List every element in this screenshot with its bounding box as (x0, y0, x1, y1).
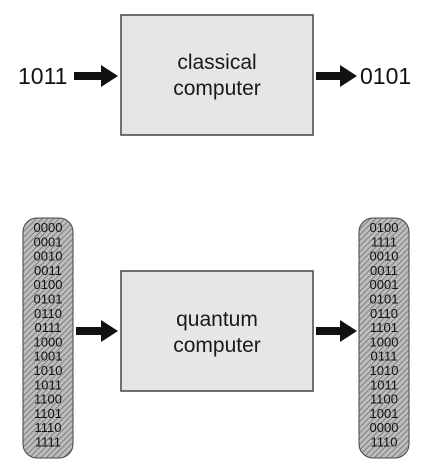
classical-input-bits: 1011 (18, 63, 67, 89)
classical-section: 1011 classical computer 0101 (18, 14, 411, 136)
classical-input-arrow (74, 65, 118, 87)
quantum-input-arrow (76, 320, 118, 342)
quantum-output-arrow (316, 320, 357, 342)
output-state-10: 1010 (370, 363, 399, 378)
quantum-computer-box (121, 271, 313, 391)
output-state-4: 0001 (370, 277, 399, 292)
output-state-15: 1110 (371, 435, 398, 450)
output-state-8: 1000 (370, 334, 399, 349)
output-state-12: 1100 (370, 392, 398, 407)
input-state-2: 0010 (34, 249, 63, 264)
input-state-5: 0101 (34, 292, 63, 307)
quantum-box-label-line2: computer (173, 334, 261, 357)
output-state-11: 1011 (370, 377, 398, 392)
input-state-14: 1110 (35, 420, 62, 435)
output-state-5: 0101 (370, 292, 399, 307)
input-state-8: 1000 (34, 334, 63, 349)
input-state-7: 0111 (35, 320, 62, 335)
output-state-0: 0100 (370, 220, 399, 235)
input-state-1: 0001 (34, 234, 63, 249)
output-state-13: 1001 (370, 406, 399, 421)
classical-output-arrow (316, 65, 357, 87)
output-state-2: 0010 (370, 249, 399, 264)
input-state-11: 1011 (34, 377, 62, 392)
classical-output-bits: 0101 (360, 63, 411, 89)
quantum-input-states: 0000000100100011010001010110011110001001… (34, 220, 63, 450)
quantum-output-superposition (358, 217, 410, 459)
quantum-computer-box-border (120, 270, 314, 392)
classical-box-label-line1: classical (177, 51, 256, 74)
quantum-section: 0000000100100011010001010110011110001001… (22, 217, 410, 459)
quantum-box-label-line1: quantum (176, 308, 258, 331)
input-state-15: 1111 (35, 435, 61, 450)
classical-computer-box-border (120, 14, 314, 136)
classical-box-label-line2: computer (173, 77, 261, 100)
output-state-6: 0110 (370, 306, 398, 321)
output-state-1: 1111 (371, 234, 397, 249)
output-state-14: 0000 (370, 420, 399, 435)
input-state-4: 0100 (34, 277, 63, 292)
quantum-output-states: 0100111100100011000101010110110110000111… (370, 220, 399, 450)
input-state-9: 1001 (34, 349, 63, 364)
output-state-9: 0111 (371, 349, 398, 364)
input-state-3: 0011 (34, 263, 62, 278)
input-state-13: 1101 (34, 406, 62, 421)
input-state-0: 0000 (34, 220, 63, 235)
input-state-12: 1100 (34, 392, 62, 407)
input-state-6: 0110 (34, 306, 62, 321)
input-state-10: 1010 (34, 363, 63, 378)
quantum-input-superposition (22, 217, 74, 459)
classical-computer-box (121, 15, 313, 135)
output-state-3: 0011 (370, 263, 398, 278)
output-state-7: 1101 (370, 320, 398, 335)
